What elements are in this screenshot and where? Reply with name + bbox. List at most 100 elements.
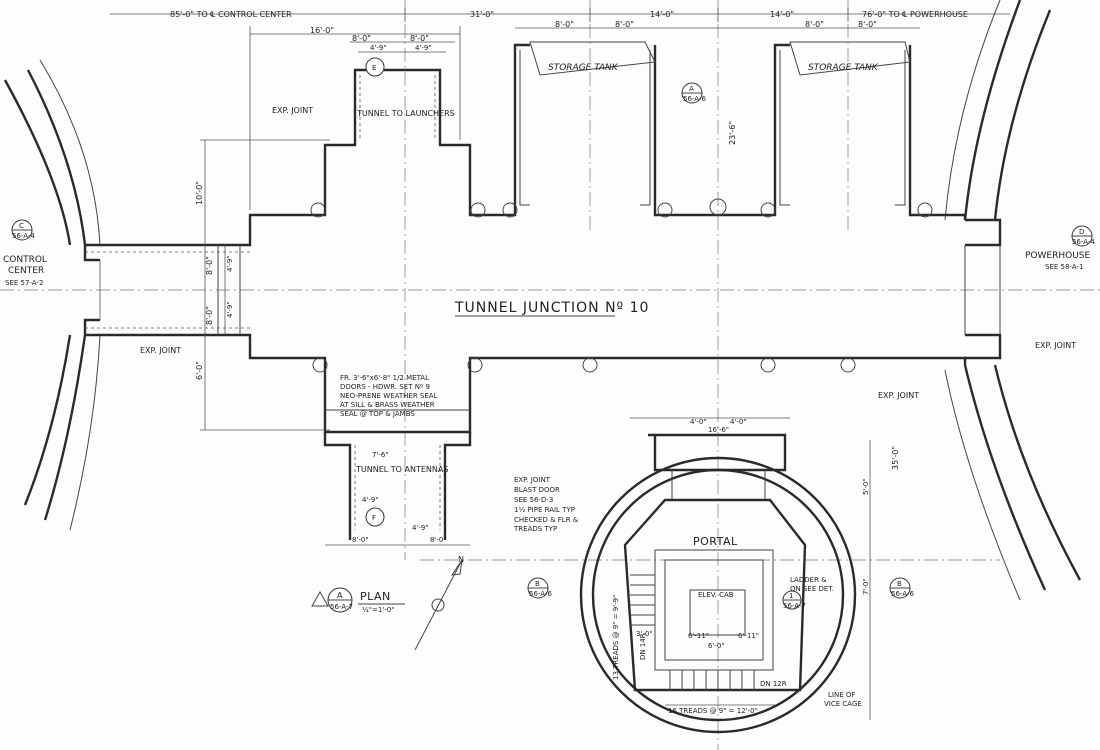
control-center-ref: SEE 57-A-2 xyxy=(5,279,43,287)
north-label: N xyxy=(458,555,464,564)
ref-b-left-letter: B xyxy=(535,580,540,588)
exp-joint-note-1: EXP. JOINT xyxy=(272,106,313,115)
treads-left-note: 13 TREADS @ 9" = 9'-9" xyxy=(612,595,620,680)
portal-dim-611a: 6'-11" xyxy=(688,632,709,640)
dim-to-powerhouse: 76'-0" TO ℄ POWERHOUSE xyxy=(862,10,968,19)
stair-treads-bottom xyxy=(669,670,755,690)
blast-note-line-3: SEE 56-D-3 xyxy=(514,496,553,504)
ref-bubble-f[interactable]: F xyxy=(365,507,385,527)
storage-tank-right-label: STORAGE TANK xyxy=(808,63,879,73)
ref-bubble-b-right[interactable]: B 56-A-6 xyxy=(889,577,914,599)
ref-a-sheet: 56-A-6 xyxy=(683,95,706,103)
dim-tank-depth: 23'-6" xyxy=(728,121,737,145)
ref-d-sheet: 56-A-4 xyxy=(1072,238,1095,246)
left-dim-49b: 4'-9" xyxy=(226,301,234,318)
dim-span-49a: 4'-9" xyxy=(370,44,387,52)
control-center-tunnel-arc xyxy=(3,59,101,531)
line-of-cage-1: LINE OF xyxy=(828,691,855,699)
left-dim-49a: 4'-9" xyxy=(226,255,234,272)
blast-note-line-5: CHECKED & FLR & xyxy=(514,516,579,524)
junction-title: TUNNEL JUNCTION Nº 10 xyxy=(454,300,649,316)
dim-span-8d: 8'-0" xyxy=(858,20,877,29)
portal-dim-7: 7'-0" xyxy=(862,578,870,595)
storage-tank-lids xyxy=(529,41,911,76)
top-dimensions xyxy=(110,8,1010,210)
dim-mid-span: 31'-0" xyxy=(470,10,494,19)
ref-c-sheet: 56-A-4 xyxy=(12,232,35,240)
ref-a-letter: A xyxy=(689,85,694,93)
powerhouse-label: POWERHOUSE xyxy=(1025,251,1091,261)
plan-title: PLAN xyxy=(360,590,391,603)
ref-c-letter: C xyxy=(19,222,24,230)
dim-span-8a: 8'-0" xyxy=(555,20,574,29)
plan-title-block: A 56-A-7 PLAN ¼"=1'-0" xyxy=(311,587,405,614)
ref-b-right-letter: B xyxy=(897,580,902,588)
ref-bubble-c[interactable]: C 56-A-4 xyxy=(11,219,35,241)
antenna-dim-8b: 8'-0" xyxy=(430,536,447,544)
plan-scale: ¼"=1'-0" xyxy=(362,606,394,614)
door-note-line-1: FR. 3'-6"x6'-8" 1/2 METAL xyxy=(340,374,429,382)
plan-ref-sheet: 56-A-7 xyxy=(330,603,353,611)
ref-bubble-e[interactable]: E xyxy=(365,57,385,77)
dn2-note: DN 12R xyxy=(760,680,787,688)
left-dim-10: 10'-0" xyxy=(195,181,204,205)
blast-note-line-1: EXP. JOINT xyxy=(514,476,551,484)
tunnel-to-antennas-label: TUNNEL TO ANTENNAS xyxy=(355,465,448,474)
dim-span-14b: 14'-0" xyxy=(770,10,794,19)
antenna-dim-49a: 4'-9" xyxy=(362,496,379,504)
ref-d-letter: D xyxy=(1079,228,1084,236)
antenna-dim-76: 7'-6" xyxy=(372,451,389,459)
portal-label: PORTAL xyxy=(693,535,738,548)
door-note-line-4: AT SILL & BRASS WEATHER xyxy=(340,401,435,409)
dim-span-8b: 8'-0" xyxy=(615,20,634,29)
blast-note-line-6: TREADS TYP xyxy=(513,525,557,533)
portal-dim-3: 3'-0" xyxy=(636,630,653,638)
line-of-cage-2: VICE CAGE xyxy=(824,700,862,708)
ref-b-right-sheet: 56-A-6 xyxy=(891,590,914,598)
ladder-note-2: ON SEE DET. xyxy=(790,585,834,593)
north-arrow-icon: N xyxy=(414,555,464,651)
door-note-line-5: SEAL @ TOP & JAMBS xyxy=(340,410,415,418)
blast-note-line-4: 1½ PIPE RAIL TYP xyxy=(514,506,575,514)
wall-fixtures xyxy=(310,198,933,373)
elev-cab-label: ELEV. CAB xyxy=(698,591,734,599)
ref-e-letter: E xyxy=(372,64,376,72)
ref-bubble-a[interactable]: A 56-A-6 xyxy=(681,82,706,104)
ref-f-letter: F xyxy=(372,514,376,522)
ref-bubble-d[interactable]: D 56-A-4 xyxy=(1071,225,1095,247)
junction-walls xyxy=(83,43,1002,546)
treads-bottom-note: 16 TREADS @ 9" = 12'-0" xyxy=(668,707,758,715)
ref-detail-letter: 1 xyxy=(789,592,793,600)
ref-b-left-sheet: 56-A-6 xyxy=(529,590,552,598)
dim-span-8e: 8'-0" xyxy=(352,34,371,43)
dim-span-8c: 8'-0" xyxy=(805,20,824,29)
dim-span-16: 16'-0" xyxy=(310,26,334,35)
powerhouse-tunnel-arc xyxy=(944,0,1082,601)
portal-dim-166: 16'-6" xyxy=(708,426,729,434)
portal-dim-611b: 6'-11" xyxy=(738,632,759,640)
portal-dim-4a: 4'-0" xyxy=(690,418,707,426)
portal-dim-6: 6'-0" xyxy=(708,642,725,650)
antenna-dim-49b: 4'-9" xyxy=(412,524,429,532)
antenna-dim-8a: 8'-0" xyxy=(352,536,369,544)
ref-bubble-b-left[interactable]: B 56-A-6 xyxy=(527,577,552,599)
door-note-line-2: DOORS - HDWR. SET Nº 9 xyxy=(340,383,430,391)
blast-door-note: EXP. JOINT BLAST DOOR SEE 56-D-3 1½ PIPE… xyxy=(513,476,579,533)
ref-detail-sheet: 56-A-7 xyxy=(783,602,806,610)
control-center-label-line1: CONTROL xyxy=(3,255,47,265)
left-dim-8b: 8'-0" xyxy=(205,306,214,325)
portal-shaft xyxy=(579,417,871,734)
left-dim-8a: 8'-0" xyxy=(205,256,214,275)
powerhouse-ref: SEE 58-A-1 xyxy=(1045,263,1083,271)
ladder-note-1: LADDER & xyxy=(790,576,827,584)
door-note-line-3: NEO-PRENE WEATHER SEAL xyxy=(340,392,438,400)
left-dimensions xyxy=(200,139,330,431)
dim-span-14a: 14'-0" xyxy=(650,10,674,19)
exp-joint-note-2: EXP. JOINT xyxy=(140,346,181,355)
ref-bubble-detail-1[interactable]: 1 56-A-7 xyxy=(782,590,806,610)
exp-joint-note-4: EXP. JOINT xyxy=(1035,341,1076,350)
left-dim-6: 6'-0" xyxy=(195,361,204,380)
dim-span-49b: 4'-9" xyxy=(415,44,432,52)
stair-treads-left xyxy=(630,574,655,626)
